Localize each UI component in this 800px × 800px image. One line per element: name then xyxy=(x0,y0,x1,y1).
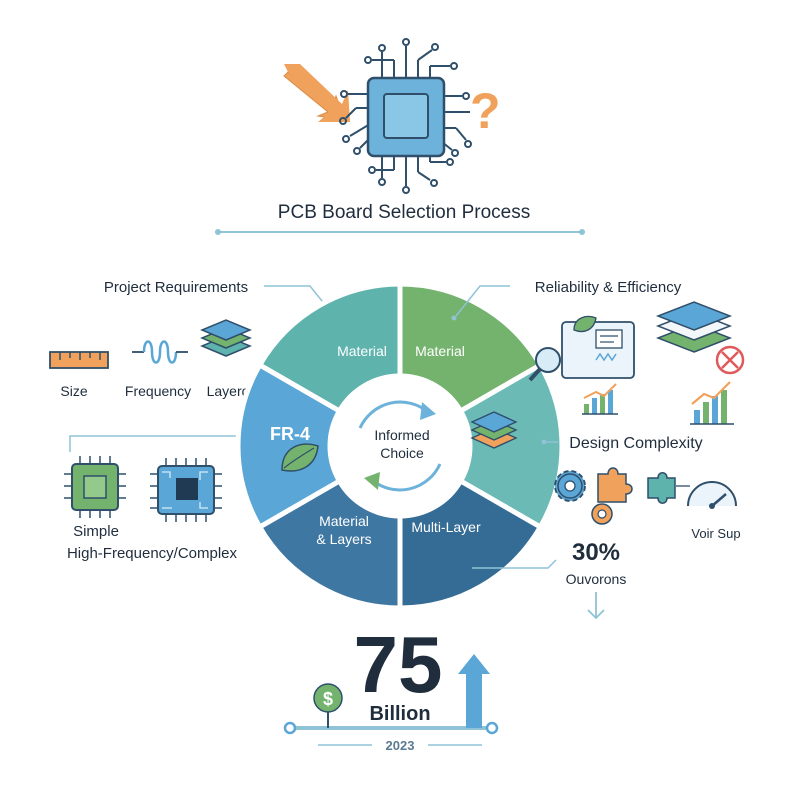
wheel-center xyxy=(332,378,468,514)
cycle-arrows-icon xyxy=(358,400,442,492)
ruler-icon xyxy=(49,351,109,369)
stat-label: Ouvorons xyxy=(566,571,627,587)
design-complexity-heading: Design Complexity xyxy=(569,435,702,452)
reliability-heading: Reliability & Efficiency xyxy=(535,279,682,296)
market-value: 75 xyxy=(354,620,443,709)
question-mark-icon: ? xyxy=(470,83,501,139)
simple-label: Simple xyxy=(73,523,119,540)
svg-text:$: $ xyxy=(323,689,333,709)
wheel-label-layers: & Layers xyxy=(316,531,371,547)
project-requirements-heading: Project Requirements xyxy=(104,279,248,296)
complex-label: High-Frequency/Complex xyxy=(67,545,238,562)
puzzle-icon xyxy=(597,467,690,504)
gauge-icon xyxy=(687,481,737,509)
wheel-label-material-layers: Material xyxy=(319,513,369,529)
stat-value: 30% xyxy=(572,539,620,566)
layers-icon xyxy=(200,319,252,357)
wheel-label-material-right: Material xyxy=(415,343,465,359)
coil-icon xyxy=(132,340,188,364)
wheel-center-label-1: Informed xyxy=(374,427,429,443)
market-year: 2023 xyxy=(386,738,415,753)
frequency-label: Frequency xyxy=(125,383,191,399)
wheel-segment-layers xyxy=(457,361,565,531)
leaf-icon xyxy=(281,443,319,472)
document-analysis-icon xyxy=(528,315,635,382)
simple-board-icon xyxy=(64,456,126,518)
wheel-label-material-left: Material xyxy=(337,343,387,359)
page-title: PCB Board Selection Process xyxy=(278,202,530,223)
wheel-label-fr4: FR-4 xyxy=(270,424,310,444)
down-arrow-icon xyxy=(587,592,605,620)
layers-error-icon xyxy=(655,301,745,375)
title-underline xyxy=(215,229,585,235)
size-label: Size xyxy=(60,383,87,399)
gauge-label: Voir Sup xyxy=(691,526,740,541)
gears-icon xyxy=(554,470,613,525)
wheel-segment-material-layers xyxy=(256,477,403,611)
header-illustration: ? xyxy=(283,38,501,194)
complex-board-icon xyxy=(150,458,222,522)
growth-chart-icon xyxy=(582,383,618,415)
dollar-icon: $ xyxy=(313,683,343,728)
wheel-center-label-2: Choice xyxy=(380,445,424,461)
growth-chart-icon-2 xyxy=(690,381,734,425)
wheel-segment-multi-layer xyxy=(397,477,544,611)
wheel-segment-material-left xyxy=(256,281,403,415)
wheel-label-multi-layer: Multi-Layer xyxy=(411,519,481,535)
market-unit: Billion xyxy=(369,703,430,725)
layered-label: Layerd xyxy=(207,383,250,399)
up-arrow-icon xyxy=(458,654,490,728)
wheel-segment-fr4 xyxy=(235,361,343,531)
timeline xyxy=(283,721,499,746)
arrow-icon xyxy=(283,64,350,122)
wheel-layers-icon xyxy=(470,411,518,449)
